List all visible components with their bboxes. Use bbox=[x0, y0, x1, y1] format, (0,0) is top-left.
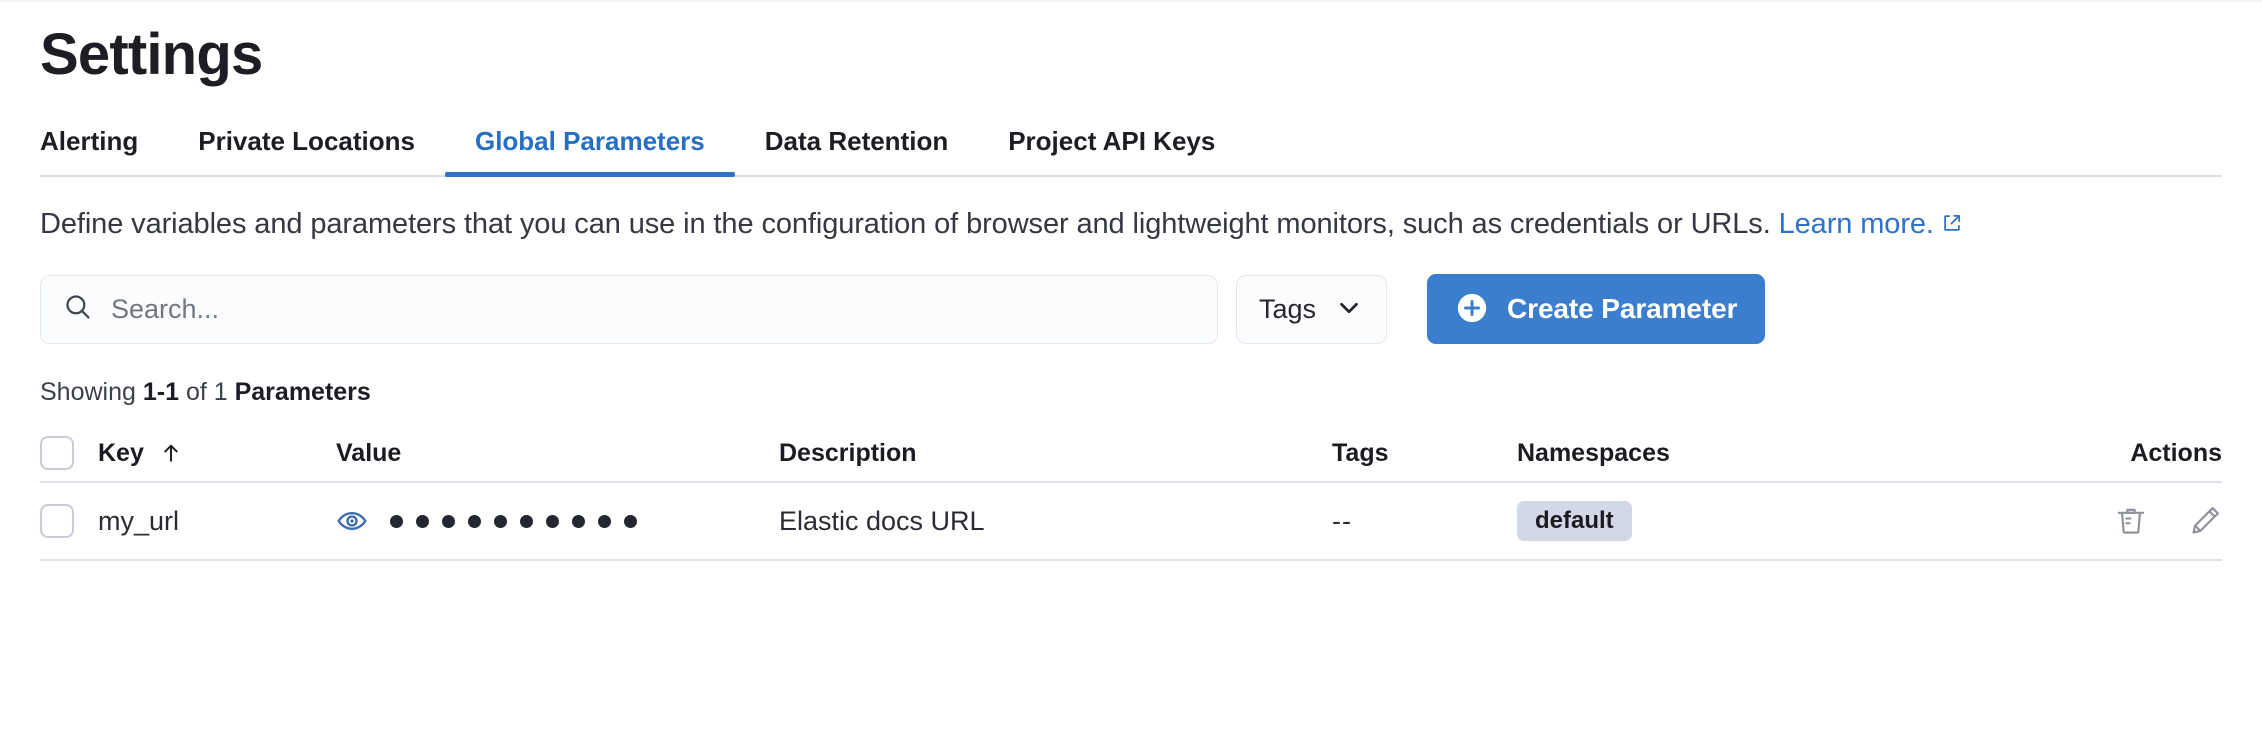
row-select-cell bbox=[40, 504, 98, 539]
tab-global-parameters[interactable]: Global Parameters bbox=[444, 126, 735, 177]
controls-row: Tags Create Parameter bbox=[40, 274, 2222, 345]
parameter-key: my_url bbox=[98, 505, 180, 536]
cell-tags: -- bbox=[1332, 506, 1517, 537]
column-header-namespaces-label: Namespaces bbox=[1517, 438, 1670, 467]
trash-icon[interactable] bbox=[2114, 504, 2148, 538]
plus-circle-icon bbox=[1455, 291, 1489, 328]
results-count: Showing 1-1 of 1 Parameters bbox=[40, 378, 2222, 407]
showing-range: 1-1 bbox=[142, 378, 179, 407]
tabs-container: Alerting Private Locations Global Parame… bbox=[40, 126, 2222, 177]
select-all-checkbox[interactable] bbox=[40, 436, 74, 471]
tab-private-locations[interactable]: Private Locations bbox=[168, 126, 445, 177]
search-input[interactable] bbox=[111, 293, 1195, 325]
external-link-icon bbox=[1941, 208, 1963, 242]
eye-icon[interactable] bbox=[336, 505, 368, 537]
parameter-description: Elastic docs URL bbox=[779, 505, 985, 536]
tags-filter-button[interactable]: Tags bbox=[1236, 274, 1388, 344]
learn-more-label: Learn more. bbox=[1778, 208, 1934, 240]
select-all-cell bbox=[40, 436, 98, 471]
chevron-down-icon bbox=[1334, 293, 1364, 326]
arrow-up-icon bbox=[158, 440, 184, 466]
column-header-actions: Actions bbox=[2032, 439, 2222, 468]
column-header-key-label: Key bbox=[98, 438, 144, 467]
tab-data-retention[interactable]: Data Retention bbox=[735, 126, 978, 177]
column-header-value-label: Value bbox=[336, 438, 402, 467]
description-text: Define variables and parameters that you… bbox=[40, 207, 2050, 242]
column-header-description-label: Description bbox=[779, 438, 917, 467]
description-body: Define variables and parameters that you… bbox=[40, 208, 1771, 240]
row-select-checkbox[interactable] bbox=[40, 504, 74, 539]
create-parameter-button[interactable]: Create Parameter bbox=[1427, 274, 1766, 345]
cell-value bbox=[336, 505, 779, 537]
tab-project-api-keys[interactable]: Project API Keys bbox=[978, 126, 1245, 177]
tab-list: Alerting Private Locations Global Parame… bbox=[40, 126, 2222, 177]
column-header-namespaces: Namespaces bbox=[1517, 439, 2032, 468]
parameters-table: Key Value Description Tags Namespaces Ac… bbox=[40, 425, 2222, 562]
column-header-tags: Tags bbox=[1332, 439, 1517, 468]
cell-namespaces: default bbox=[1517, 501, 2032, 542]
top-divider bbox=[0, 0, 2262, 2]
showing-noun: Parameters bbox=[227, 378, 371, 407]
cell-description: Elastic docs URL bbox=[779, 506, 1332, 537]
pencil-icon[interactable] bbox=[2188, 504, 2222, 538]
page-title: Settings bbox=[40, 22, 263, 87]
create-parameter-label: Create Parameter bbox=[1507, 293, 1738, 325]
showing-total: 1 bbox=[213, 378, 228, 407]
tags-filter-label: Tags bbox=[1259, 293, 1317, 324]
tab-alerting[interactable]: Alerting bbox=[40, 126, 168, 177]
parameter-tags: -- bbox=[1332, 505, 1352, 536]
column-header-key[interactable]: Key bbox=[98, 439, 336, 468]
search-icon bbox=[63, 292, 93, 327]
namespace-badge: default bbox=[1517, 501, 1632, 542]
search-field[interactable] bbox=[40, 274, 1218, 344]
showing-prefix: Showing bbox=[40, 378, 143, 407]
column-header-actions-label: Actions bbox=[2130, 438, 2222, 467]
tabs-underline bbox=[40, 175, 2222, 177]
table-header-row: Key Value Description Tags Namespaces Ac… bbox=[40, 425, 2222, 484]
column-header-description: Description bbox=[779, 439, 1332, 468]
cell-actions bbox=[2032, 504, 2222, 538]
showing-of: of bbox=[179, 378, 214, 407]
column-header-tags-label: Tags bbox=[1332, 438, 1389, 467]
table-row: my_url Elastic docs URL -- default bbox=[40, 483, 2222, 562]
cell-key: my_url bbox=[98, 506, 336, 537]
learn-more-link[interactable]: Learn more. bbox=[1779, 208, 1934, 240]
masked-value bbox=[390, 514, 637, 528]
column-header-value: Value bbox=[336, 439, 779, 468]
